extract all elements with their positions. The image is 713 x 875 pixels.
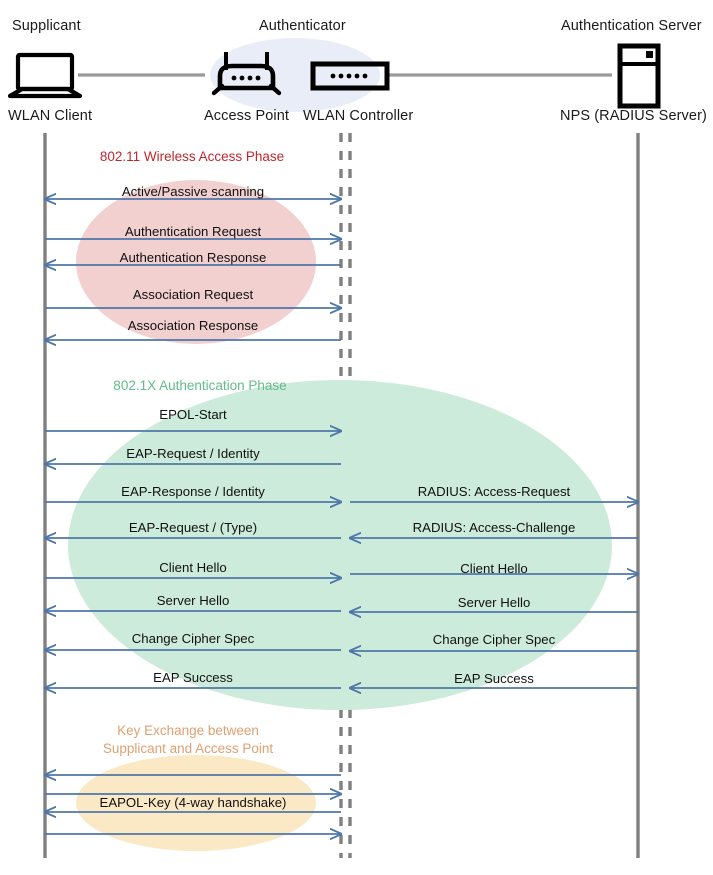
phase-label-wireless-access: 802.11 Wireless Access Phase — [100, 148, 284, 166]
message-label: Server Hello — [457, 595, 531, 610]
message-label: Authentication Response — [119, 250, 267, 265]
phase-label-dot1x-auth: 802.1X Authentication Phase — [113, 377, 286, 395]
actor-device-nps-radius-server: NPS (RADIUS Server) — [560, 108, 707, 124]
actor-role-authentication-server: Authentication Server — [561, 18, 702, 34]
wlan-controller-icon — [310, 61, 390, 91]
message-arrows — [45, 199, 638, 834]
phase-label-line: Key Exchange between — [117, 723, 259, 738]
message-label: Active/Passive scanning — [121, 184, 265, 199]
message-label: EAP-Request / (Type) — [128, 520, 258, 535]
actor-device-access-point: Access Point — [204, 108, 290, 124]
message-label: Client Hello — [159, 560, 227, 575]
message-label: Authentication Request — [124, 224, 262, 239]
authenticator-group-ellipse — [210, 38, 380, 112]
actor-role-authenticator: Authenticator — [259, 18, 346, 34]
phase-label-line: Supplicant and Access Point — [102, 741, 274, 757]
phase-ellipses — [68, 180, 612, 851]
laptop-icon — [7, 52, 83, 99]
access-point-icon — [211, 52, 282, 96]
message-label: RADIUS: Access-Challenge — [412, 520, 576, 535]
actor-device-wlan-controller: WLAN Controller — [303, 108, 414, 124]
message-label: EAP Success — [153, 670, 233, 685]
message-label: RADIUS: Access-Request — [417, 484, 571, 499]
phase-label-line: 802.11 Wireless Access Phase — [99, 149, 285, 164]
message-label: Client Hello — [460, 561, 528, 576]
message-label: Server Hello — [156, 593, 230, 608]
phase-ellipse-dot1x-auth — [68, 380, 612, 710]
message-label: EAPOL-Key (4-way handshake) — [99, 795, 287, 810]
actor-device-wlan-client: WLAN Client — [8, 108, 93, 124]
phase-ellipse-key-exchange — [76, 755, 316, 851]
message-label: EAP-Request / Identity — [126, 446, 260, 461]
message-label: EPOL-Start — [159, 407, 227, 422]
message-label: EAP-Response / Identity — [121, 484, 265, 499]
server-rack-icon — [617, 43, 661, 109]
actor-role-supplicant: Supplicant — [12, 18, 81, 34]
phase-ellipse-wireless-access — [76, 180, 316, 344]
message-label: Association Response — [127, 318, 259, 333]
message-label: EAP Success — [454, 671, 534, 686]
message-label: Change Cipher Spec — [131, 631, 255, 646]
message-label: Change Cipher Spec — [432, 632, 556, 647]
message-label: Association Request — [132, 287, 254, 302]
phase-label-line: 802.1X Authentication Phase — [113, 378, 287, 393]
